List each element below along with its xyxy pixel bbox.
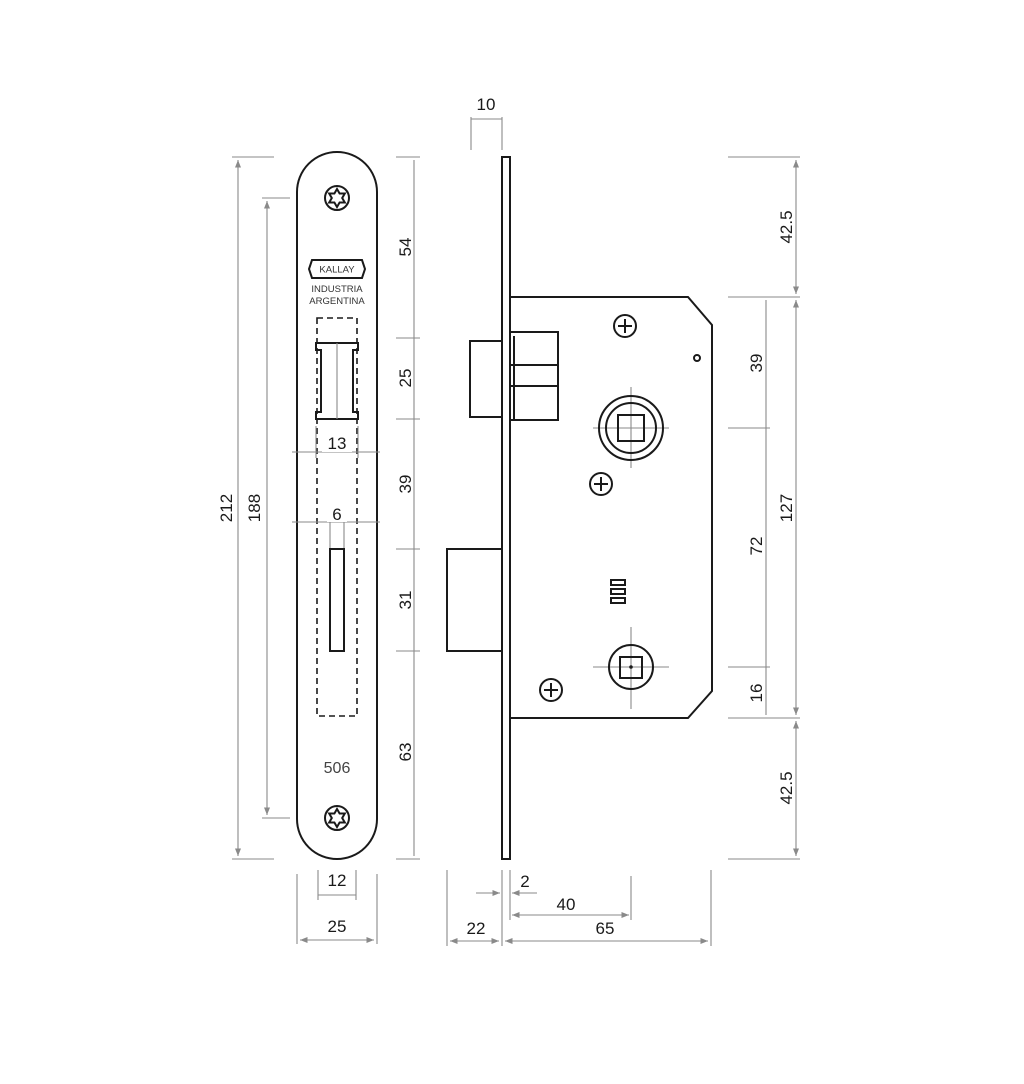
screw-icon <box>613 314 637 338</box>
spindle-icon <box>593 387 669 468</box>
svg-text:25: 25 <box>396 369 415 388</box>
vent-slots <box>610 579 626 604</box>
svg-text:25: 25 <box>328 917 347 936</box>
bolt-opening <box>329 548 345 652</box>
dim-inner-width: 12 <box>317 870 357 900</box>
svg-text:39: 39 <box>396 475 415 494</box>
brand-line-1: INDUSTRIA <box>311 284 363 295</box>
faceplate <box>296 151 378 860</box>
latch-bolt <box>469 331 559 421</box>
svg-text:42.5: 42.5 <box>777 210 796 243</box>
model-number: 506 <box>324 760 351 777</box>
svg-text:10: 10 <box>477 95 496 114</box>
svg-text:22: 22 <box>467 919 486 938</box>
svg-text:12: 12 <box>328 871 347 890</box>
svg-text:42.5: 42.5 <box>777 771 796 804</box>
deadbolt <box>446 548 503 652</box>
dim-faceplate-thickness: 10 <box>470 95 503 150</box>
svg-text:65: 65 <box>596 919 615 938</box>
latch-opening <box>315 342 359 420</box>
front-view: KALLAY INDUSTRIA ARGENTINA 506 212 <box>217 151 420 944</box>
svg-text:212: 212 <box>217 494 236 522</box>
svg-text:39: 39 <box>747 354 766 373</box>
svg-text:54: 54 <box>396 238 415 257</box>
side-view: 10 2 40 22 65 <box>446 95 800 946</box>
svg-text:6: 6 <box>332 505 341 524</box>
screw-icon <box>539 678 563 702</box>
svg-text:63: 63 <box>396 743 415 762</box>
key-hole-icon <box>593 627 669 709</box>
svg-text:31: 31 <box>396 591 415 610</box>
svg-text:72: 72 <box>747 537 766 556</box>
brand-logo: KALLAY <box>319 265 355 276</box>
dim-front-segments: 54 25 39 31 63 <box>396 156 420 860</box>
svg-text:2: 2 <box>520 872 529 891</box>
faceplate-edge <box>501 156 511 860</box>
svg-text:127: 127 <box>777 494 796 522</box>
hidden-case-outline <box>316 317 358 717</box>
dim-screw-spacing: 188 <box>245 197 290 819</box>
dim-latch-width: 13 <box>292 426 380 458</box>
dim-side-right: 42.5 127 42.5 39 72 16 <box>728 156 800 860</box>
screw-icon <box>589 472 613 496</box>
dim-faceplate-width: 25 <box>296 874 378 944</box>
dim-overall-height: 212 <box>217 156 274 860</box>
dim-side-bottom: 2 40 22 65 <box>446 870 712 946</box>
svg-text:13: 13 <box>328 434 347 453</box>
pin-hole <box>693 354 701 362</box>
brand-line-2: ARGENTINA <box>309 296 365 307</box>
svg-text:40: 40 <box>557 895 576 914</box>
screw-icon <box>324 805 350 831</box>
svg-text:188: 188 <box>245 494 264 522</box>
lock-case <box>510 296 713 719</box>
svg-text:16: 16 <box>747 684 766 703</box>
screw-icon <box>324 185 350 211</box>
dim-bolt-width: 6 <box>292 504 380 548</box>
brand-badge: KALLAY INDUSTRIA ARGENTINA <box>307 259 367 307</box>
